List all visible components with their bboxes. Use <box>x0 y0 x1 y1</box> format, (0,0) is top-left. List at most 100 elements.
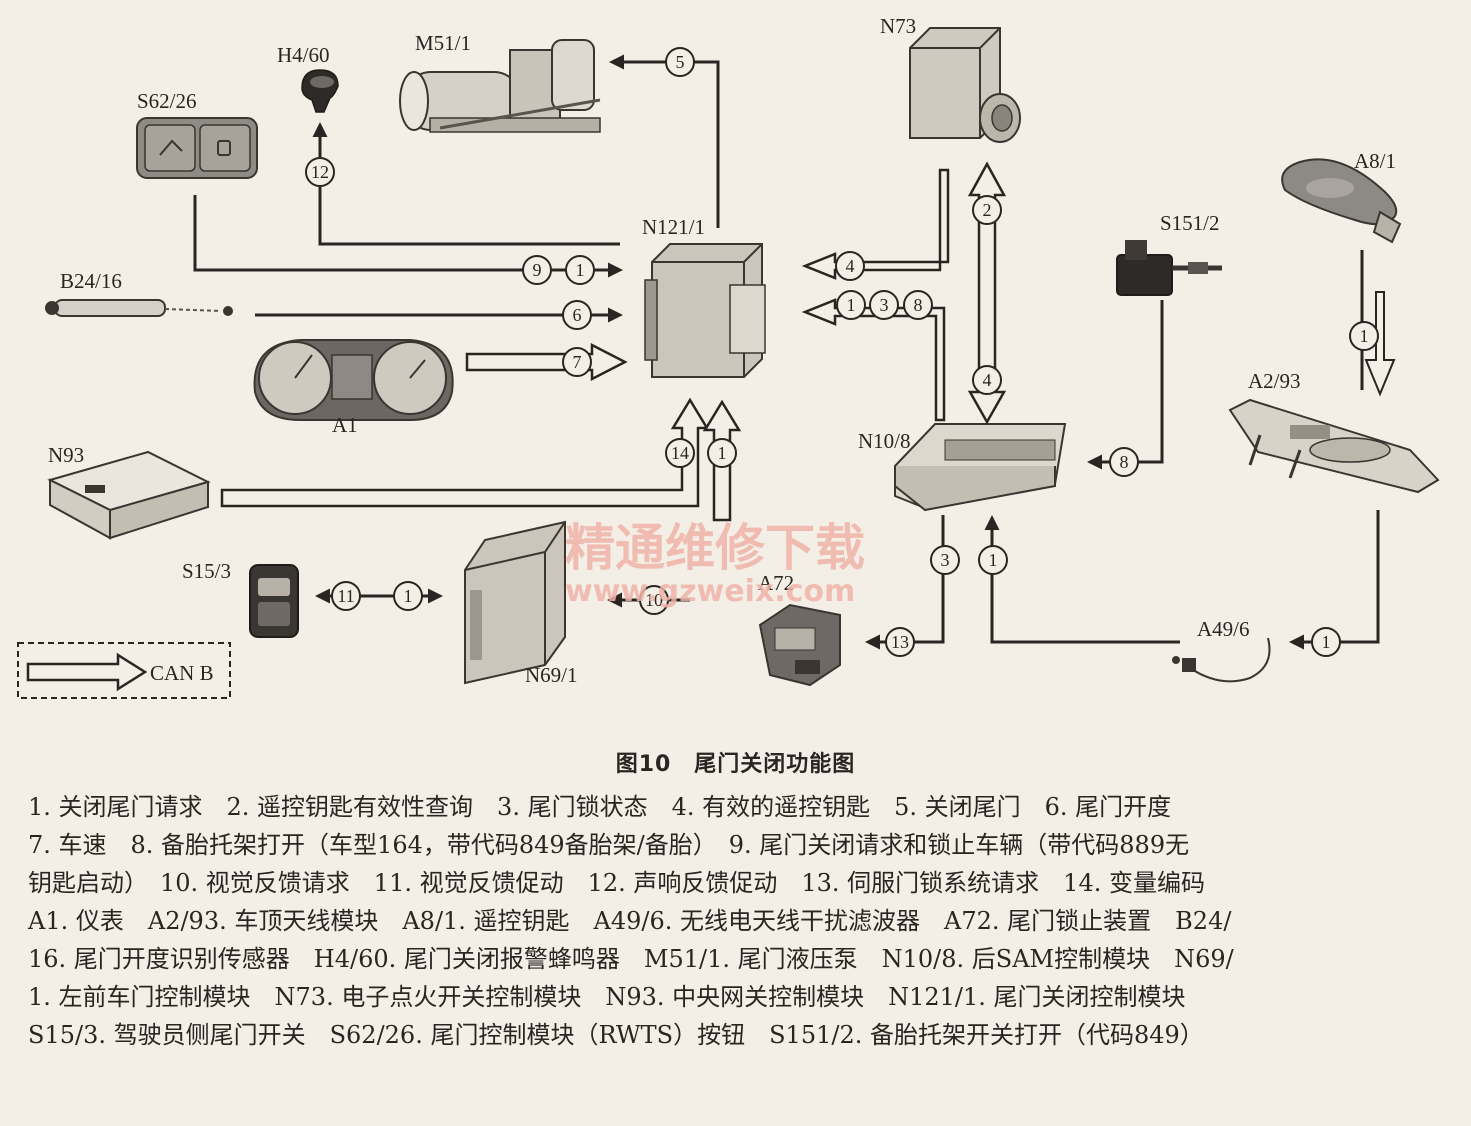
wire-a49-to-n10 <box>984 515 1180 644</box>
signal-marker: 4 <box>972 365 1002 395</box>
signal-label: 8 <box>914 295 923 315</box>
n73-ignition-switch-module <box>909 27 1021 143</box>
label-a8-1: A8/1 <box>1354 149 1396 173</box>
n121-1-tailgate-control-module <box>644 243 766 378</box>
label-n73: N73 <box>880 14 916 38</box>
label-a1: A1 <box>332 413 358 437</box>
signal-marker: 14 <box>665 438 695 468</box>
watermark-url: www.gzweix.com <box>565 574 855 609</box>
can-legend-arrow <box>26 652 148 692</box>
signal-marker: 4 <box>835 251 865 281</box>
signal-label: 14 <box>671 443 689 463</box>
wire-a8-to-a2-open-arrow <box>1364 291 1396 397</box>
a1-instrument-cluster <box>253 339 454 421</box>
signal-label: 1 <box>989 550 998 570</box>
legend-line: 1. 关闭尾门请求 2. 遥控钥匙有效性查询 3. 尾门锁状态 4. 有效的遥控… <box>28 793 1172 821</box>
signal-label: 12 <box>311 162 329 182</box>
signal-marker: 1 <box>978 545 1008 575</box>
signal-marker: 8 <box>1109 447 1139 477</box>
label-n10-8: N10/8 <box>858 429 911 453</box>
signal-markers: 5 12 9 1 6 7 4 1 3 8 2 4 8 1 14 1 3 1 11… <box>305 47 1379 657</box>
can-a1-to-n121 <box>465 342 628 382</box>
signal-marker: 12 <box>305 157 335 187</box>
signal-marker: 13 <box>885 627 915 657</box>
label-s62-26: S62/26 <box>137 89 197 113</box>
label-a72: A72 <box>758 571 794 595</box>
n93-central-gateway <box>47 450 211 540</box>
signal-label: 10 <box>645 590 663 610</box>
n69-1-front-left-door-module <box>464 520 566 685</box>
signal-label: 1 <box>718 443 727 463</box>
signal-marker: 1 <box>707 438 737 468</box>
wire-n10-to-a72 <box>865 515 945 650</box>
a72-tailgate-lock <box>758 603 841 687</box>
a49-6-interference-filter <box>1172 637 1271 683</box>
signal-marker: 7 <box>562 347 592 377</box>
h4-60-buzzer <box>301 69 339 113</box>
s15-3-driver-tailgate-switch <box>249 564 299 638</box>
signal-label: 13 <box>891 632 909 652</box>
wire-s151-to-n10 <box>1087 300 1164 470</box>
signal-marker: 3 <box>869 290 899 320</box>
wire-s62-to-n121 <box>193 195 623 278</box>
signal-label: 1 <box>1360 326 1369 346</box>
can-n73-to-n121 <box>801 168 950 280</box>
legend-line: 7. 车速 8. 备胎托架打开（车型164，带代码849备胎架/备胎） 9. 尾… <box>28 831 1190 859</box>
signal-label: 3 <box>880 295 889 315</box>
function-diagram: 5 12 9 1 6 7 4 1 3 8 2 4 8 1 14 1 3 1 11… <box>17 14 1440 699</box>
signal-label: 4 <box>983 370 992 390</box>
signal-label: 1 <box>847 295 856 315</box>
label-can-b: CAN B <box>150 661 214 685</box>
wire-n121-to-m51 <box>609 54 720 228</box>
n10-8-rear-sam-module <box>894 423 1067 512</box>
signal-marker: 1 <box>1311 627 1341 657</box>
wire-n121-to-h4 <box>312 122 620 246</box>
legend-line: S15/3. 驾驶员侧尾门开关 S62/26. 尾门控制模块（RWTS）按钮 S… <box>28 1021 1204 1049</box>
wire-a2-to-a49 <box>1289 510 1380 650</box>
signal-label: 1 <box>404 586 413 606</box>
signal-label: 1 <box>576 260 585 280</box>
label-b24-16: B24/16 <box>60 269 122 293</box>
signal-marker: 11 <box>331 581 361 611</box>
s151-2-spare-wheel-switch <box>1116 240 1222 296</box>
signal-label: 9 <box>533 260 542 280</box>
label-n69-1: N69/1 <box>525 663 578 687</box>
label-s15-3: S15/3 <box>182 559 231 583</box>
signal-label: 5 <box>676 52 685 72</box>
can-legend-box <box>17 642 231 699</box>
legend-line: 16. 尾门开度识别传感器 H4/60. 尾门关闭报警蜂鸣器 M51/1. 尾门… <box>28 945 1234 973</box>
signal-marker: 10 <box>639 585 669 615</box>
legend-line: A1. 仪表 A2/93. 车顶天线模块 A8/1. 遥控钥匙 A49/6. 无… <box>28 907 1232 935</box>
signal-marker: 1 <box>836 290 866 320</box>
signal-label: 11 <box>337 586 354 606</box>
signal-marker: 1 <box>393 581 423 611</box>
label-n121-1: N121/1 <box>642 215 705 239</box>
legend: 1. 关闭尾门请求 2. 遥控钥匙有效性查询 3. 尾门锁状态 4. 有效的遥控… <box>28 788 1448 1054</box>
signal-marker: 3 <box>930 545 960 575</box>
signal-label: 3 <box>941 550 950 570</box>
label-s151-2: S151/2 <box>1160 211 1220 235</box>
figure-caption: 图10 尾门关闭功能图 <box>615 752 856 777</box>
a2-93-roof-antenna-module <box>1228 398 1440 494</box>
s62-26-button-module <box>136 117 258 179</box>
watermark-title: 精通维修下载 <box>565 519 865 577</box>
signal-marker: 2 <box>972 195 1002 225</box>
legend-line: 1. 左前车门控制模块 N73. 电子点火开关控制模块 N93. 中央网关控制模… <box>28 983 1186 1011</box>
signal-marker: 1 <box>565 255 595 285</box>
signal-marker: 8 <box>903 290 933 320</box>
signal-label: 1 <box>1322 632 1331 652</box>
signal-label: 8 <box>1120 452 1129 472</box>
signal-marker: 6 <box>562 300 592 330</box>
label-a49-6: A49/6 <box>1197 617 1250 641</box>
component-labels: S62/26 H4/60 M51/1 N73 A8/1 S151/2 N121/… <box>48 14 1396 687</box>
signal-marker: 1 <box>1349 321 1379 351</box>
legend-line: 钥匙启动） 10. 视觉反馈请求 11. 视觉反馈促动 12. 声响反馈促动 1… <box>28 869 1205 897</box>
m51-1-hydraulic-pump <box>399 39 601 133</box>
signal-label: 2 <box>983 200 992 220</box>
label-m51-1: M51/1 <box>415 31 471 55</box>
signal-marker: 5 <box>665 47 695 77</box>
signal-label: 7 <box>573 352 582 372</box>
label-h4-60: H4/60 <box>277 43 330 67</box>
b24-16-opening-sensor <box>45 299 233 317</box>
label-a2-93: A2/93 <box>1248 369 1301 393</box>
